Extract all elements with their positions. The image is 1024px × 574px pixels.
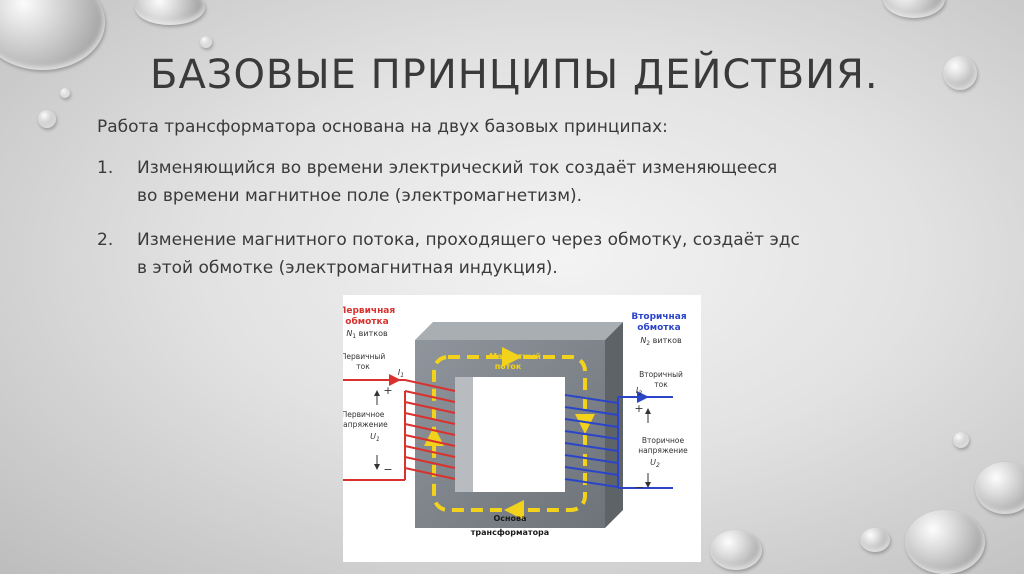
- primary-winding-label: Первичная: [343, 306, 395, 316]
- list-item-line: Изменяющийся во времени электрический то…: [137, 158, 778, 178]
- water-drop-decoration: [0, 0, 105, 70]
- water-drop-decoration: [710, 530, 762, 570]
- u1-label: U1: [370, 432, 380, 443]
- secondary-winding: [564, 394, 673, 489]
- water-drop-decoration: [200, 36, 212, 48]
- water-drop-decoration: [883, 0, 945, 18]
- magnetic-flux-label: Магнитный: [489, 352, 541, 361]
- i1-label: I1: [398, 368, 404, 379]
- list-item-line: Изменение магнитного потока, проходящего…: [137, 230, 800, 250]
- secondary-current-label: Вторичный: [639, 370, 683, 379]
- primary-minus-sign: −: [383, 463, 392, 476]
- secondary-minus-sign: −: [634, 481, 643, 494]
- secondary-voltage-label: напряжение: [638, 446, 688, 455]
- i2-label: I2: [636, 386, 642, 397]
- water-drop-decoration: [60, 88, 70, 98]
- primary-plus-sign: +: [383, 384, 392, 397]
- core-label: Основа: [493, 514, 526, 523]
- intro-text: Работа трансформатора основана на двух б…: [97, 117, 668, 137]
- secondary-winding-label: Вторичная: [631, 312, 686, 322]
- transformer-svg: Первичная обмотка N1 витков Вторичная об…: [343, 306, 688, 537]
- list-item-line: во времени магнитное поле (электромагнет…: [137, 186, 583, 206]
- secondary-plus-sign: +: [634, 402, 643, 415]
- secondary-winding-label: обмотка: [637, 322, 680, 333]
- core-top-face: [415, 322, 623, 340]
- primary-voltage-label: Первичное: [343, 410, 385, 419]
- core-label: трансформатора: [471, 528, 549, 537]
- core-window-back: [473, 377, 565, 492]
- slide-title: БАЗОВЫЕ ПРИНЦИПЫ ДЕЙСТВИЯ.: [150, 52, 879, 98]
- secondary-voltage-label: Вторичное: [642, 436, 685, 445]
- water-drop-decoration: [953, 432, 969, 448]
- primary-winding: [343, 379, 456, 481]
- primary-turns-label: N1 витков: [346, 329, 388, 340]
- u2-label: U2: [650, 458, 660, 469]
- list-item-number: 2.: [97, 230, 114, 250]
- water-drop-decoration: [38, 110, 56, 128]
- primary-voltage-label: напряжение: [343, 420, 388, 429]
- water-drop-decoration: [860, 528, 890, 552]
- primary-current-label: Первичный: [343, 352, 385, 361]
- list-item-number: 1.: [97, 158, 114, 178]
- water-drop-decoration: [135, 0, 205, 25]
- primary-current-label: ток: [356, 362, 370, 371]
- water-drop-decoration: [943, 56, 977, 90]
- water-drop-decoration: [975, 462, 1024, 514]
- primary-winding-label: обмотка: [345, 316, 388, 327]
- secondary-turns-label: N2 витков: [640, 336, 682, 347]
- magnetic-flux-label: поток: [495, 362, 522, 371]
- list-item-line: в этой обмотке (электромагнитная индукци…: [137, 258, 558, 278]
- transformer-diagram: Первичная обмотка N1 витков Вторичная об…: [343, 295, 701, 562]
- secondary-current-label: ток: [654, 380, 668, 389]
- water-drop-decoration: [905, 510, 985, 574]
- core-window-depth: [455, 377, 473, 492]
